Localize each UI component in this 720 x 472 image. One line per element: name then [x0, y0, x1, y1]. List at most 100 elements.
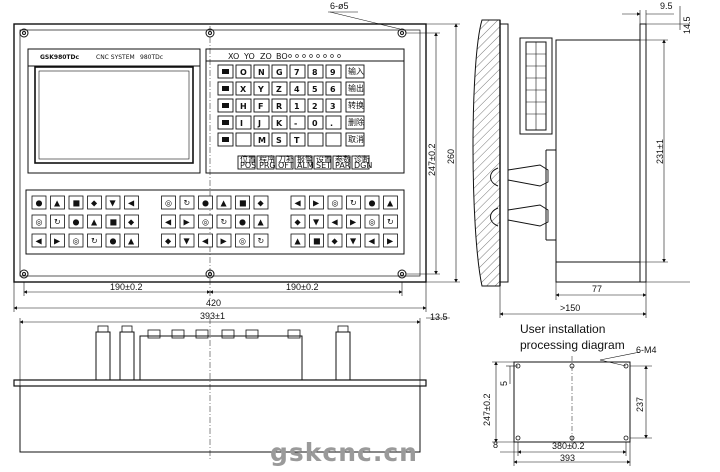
keypad-key[interactable] [253, 132, 270, 147]
operation-key[interactable] [253, 195, 269, 210]
operation-key[interactable] [235, 195, 250, 210]
operation-key[interactable] [253, 214, 269, 229]
operation-key[interactable] [124, 195, 139, 210]
operation-key[interactable] [290, 195, 306, 210]
operation-key[interactable] [68, 233, 84, 248]
edit-key[interactable] [345, 64, 365, 79]
keypad-key[interactable] [271, 81, 288, 96]
page-key-label: 位置 [240, 154, 256, 164]
operation-key[interactable] [383, 214, 398, 229]
operation-key[interactable] [198, 195, 213, 210]
operation-key[interactable] [327, 233, 343, 248]
operation-key[interactable] [105, 233, 121, 248]
keypad-key[interactable] [325, 132, 342, 147]
operation-key[interactable] [216, 233, 232, 248]
keypad-key[interactable] [307, 81, 324, 96]
keypad-key[interactable] [307, 64, 324, 79]
keypad-key[interactable] [307, 115, 324, 130]
keypad-key[interactable] [253, 81, 270, 96]
keypad-key[interactable] [325, 98, 342, 113]
dim-depth-77: 77 [592, 284, 603, 294]
keypad-key[interactable] [289, 64, 306, 79]
operation-key[interactable] [327, 214, 343, 229]
operation-key[interactable] [216, 214, 232, 229]
operation-keys: ●▲■◆▼◀◎↻●▲■◆◀▶◎↻●▲◎↻●▲■◆◀▶◎↻●▲◆▼◀▶◎↻◀▶◎↻… [31, 195, 398, 248]
keypad-key[interactable] [235, 64, 252, 79]
operation-key[interactable] [346, 214, 361, 229]
operation-key[interactable] [253, 233, 269, 248]
operation-key[interactable] [105, 214, 121, 229]
operation-key[interactable] [383, 195, 398, 210]
keypad-key[interactable] [271, 132, 288, 147]
keypad-key[interactable] [289, 98, 306, 113]
operation-key[interactable] [346, 195, 361, 210]
edit-key[interactable] [345, 132, 365, 147]
operation-key[interactable] [68, 214, 84, 229]
keypad-key[interactable] [235, 132, 252, 147]
operation-key[interactable] [31, 214, 47, 229]
page-key[interactable] [237, 155, 256, 170]
keypad-key[interactable] [325, 81, 342, 96]
keypad-key[interactable] [289, 115, 306, 130]
edit-key[interactable] [345, 98, 365, 113]
keypad-key[interactable] [253, 115, 270, 130]
keypad-key[interactable] [289, 81, 306, 96]
page-key[interactable] [332, 155, 351, 170]
operation-key[interactable] [124, 214, 139, 229]
edit-key[interactable] [345, 115, 365, 130]
operation-key[interactable] [235, 233, 250, 248]
operation-key[interactable] [364, 195, 380, 210]
page-key[interactable] [313, 155, 332, 170]
keypad-key[interactable] [235, 115, 252, 130]
operation-key[interactable] [161, 214, 176, 229]
operation-key[interactable] [290, 214, 306, 229]
keypad-key[interactable] [307, 132, 324, 147]
operation-key[interactable] [327, 195, 343, 210]
operation-key[interactable] [364, 233, 380, 248]
operation-key[interactable] [309, 214, 324, 229]
operation-key[interactable] [105, 195, 121, 210]
page-key[interactable] [351, 155, 370, 170]
operation-key[interactable] [31, 233, 47, 248]
keypad-key[interactable] [289, 132, 306, 147]
page-key[interactable] [294, 155, 313, 170]
keypad-key[interactable] [325, 115, 342, 130]
operation-key[interactable] [346, 233, 361, 248]
keypad-key[interactable] [325, 64, 342, 79]
operation-key[interactable] [179, 214, 195, 229]
keypad-key[interactable] [235, 81, 252, 96]
page-key[interactable] [256, 155, 275, 170]
operation-key-icon: ◀ [369, 237, 376, 246]
operation-key[interactable] [179, 233, 195, 248]
operation-key[interactable] [161, 195, 176, 210]
keypad-key[interactable] [235, 98, 252, 113]
operation-key[interactable] [309, 233, 324, 248]
operation-key[interactable] [179, 195, 195, 210]
operation-key[interactable] [87, 195, 102, 210]
operation-key[interactable] [161, 233, 176, 248]
keypad-key[interactable] [271, 115, 288, 130]
operation-key[interactable] [364, 214, 380, 229]
operation-key[interactable] [50, 214, 65, 229]
operation-key[interactable] [68, 195, 84, 210]
page-key[interactable] [275, 155, 294, 170]
operation-key[interactable] [383, 233, 398, 248]
operation-key[interactable] [290, 233, 306, 248]
operation-key[interactable] [216, 195, 232, 210]
operation-key[interactable] [87, 233, 102, 248]
keypad-key[interactable] [307, 98, 324, 113]
operation-key[interactable] [235, 214, 250, 229]
operation-key[interactable] [124, 233, 139, 248]
operation-key[interactable] [198, 233, 213, 248]
operation-key[interactable] [309, 195, 324, 210]
operation-key[interactable] [198, 214, 213, 229]
keypad-key[interactable] [271, 64, 288, 79]
operation-key[interactable] [87, 214, 102, 229]
operation-key[interactable] [31, 195, 47, 210]
operation-key[interactable] [50, 233, 65, 248]
keypad-key[interactable] [271, 98, 288, 113]
operation-key[interactable] [50, 195, 65, 210]
keypad-key[interactable] [253, 98, 270, 113]
keypad-key[interactable] [253, 64, 270, 79]
edit-key[interactable] [345, 81, 365, 96]
